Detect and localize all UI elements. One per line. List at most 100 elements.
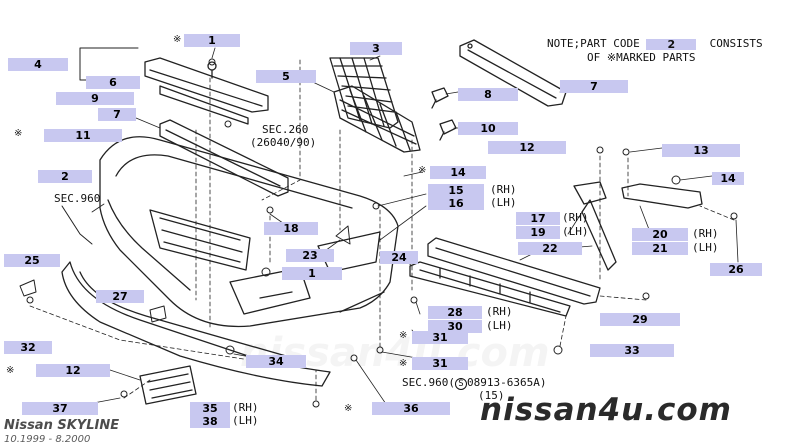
callout-number: 27	[112, 290, 128, 303]
callout-5: 5	[256, 70, 316, 83]
callout-31-b: 31	[412, 357, 468, 370]
callout-number: 12	[65, 364, 81, 377]
star-14: ※	[418, 165, 427, 176]
callout-2: 2	[38, 170, 92, 183]
callout-31-a: 31	[412, 331, 468, 344]
callout-number: 24	[391, 251, 407, 264]
callout-number: 8	[484, 88, 492, 101]
callout-12-bottom: 12	[36, 364, 110, 377]
callout-number: 2	[61, 170, 69, 183]
sec260-code: (26040/90)	[250, 136, 317, 149]
callout-10: 10	[458, 122, 518, 135]
note-suffix: CONSISTS	[709, 37, 763, 50]
bumper-body	[99, 136, 399, 328]
callout-number: 14	[450, 166, 466, 179]
callout-number: 4	[34, 58, 42, 71]
callout-23: 23	[286, 249, 334, 262]
callout-number: 15	[448, 184, 464, 197]
callout-number: 21	[652, 242, 668, 255]
callout-21: 21	[632, 242, 688, 255]
star-11: ※	[14, 128, 23, 139]
callout-number: 26	[728, 263, 744, 276]
callout-7-left: 7	[98, 108, 136, 121]
rh-35: (RH)	[232, 401, 259, 414]
callout-18: 18	[264, 222, 318, 235]
callout-14-a: 14	[430, 166, 486, 179]
callout-number: 7	[113, 108, 121, 121]
bracket-7-right	[459, 39, 567, 107]
fasteners	[19, 58, 738, 408]
callout-6: 6	[86, 76, 140, 89]
callout-number: 30	[447, 320, 463, 333]
stay-20	[621, 183, 703, 209]
callout-number: 37	[52, 402, 68, 415]
callout-26: 26	[710, 263, 762, 276]
callout-number: 38	[202, 415, 218, 428]
fog-lamp	[139, 365, 197, 405]
callout-number: 13	[693, 144, 709, 157]
rh-17: (RH)	[562, 211, 589, 224]
rh-15: (RH)	[490, 183, 517, 196]
callout-3: 3	[350, 42, 402, 55]
model-name: Nissan SKYLINE	[4, 418, 120, 433]
callout-number: 9	[91, 92, 99, 105]
guide-lines	[29, 59, 735, 401]
callout-number: 16	[448, 197, 464, 210]
callout-9: 9	[56, 92, 134, 105]
star-1: ※	[173, 34, 182, 45]
callout-33: 33	[590, 344, 674, 357]
callout-number: 14	[720, 172, 736, 185]
callout-number: 29	[632, 313, 648, 326]
callout-38: 38	[190, 415, 230, 428]
star-36: ※	[344, 403, 353, 414]
callout-number: 31	[432, 357, 448, 370]
callout-number: 28	[447, 306, 463, 319]
callout-4: 4	[8, 58, 68, 71]
note-part-code: 2	[646, 38, 697, 50]
callout-number: 19	[530, 226, 546, 239]
callout-16: 16	[428, 197, 484, 210]
rh-20: (RH)	[692, 227, 719, 240]
callout-24: 24	[380, 251, 418, 264]
callout-number: 3	[372, 42, 380, 55]
sec960-part: 08913-6365A)	[466, 376, 547, 389]
callout-27: 27	[96, 290, 144, 303]
callout-number: 6	[109, 76, 117, 89]
watermark: nissan4u.com	[240, 330, 550, 376]
callout-32: 32	[4, 341, 52, 354]
callout-35: 35	[190, 402, 230, 415]
callout-14-b: 14	[712, 172, 744, 185]
note-line2: OF ※MARKED PARTS	[587, 51, 696, 64]
callout-number: 36	[403, 402, 419, 415]
sec960-circle: S	[454, 378, 467, 390]
callout-25: 25	[4, 254, 60, 267]
callout-number: 11	[75, 129, 91, 142]
grille-lower	[333, 85, 421, 153]
callout-number: 34	[268, 355, 284, 368]
callout-number: 35	[202, 402, 218, 415]
callout-36: 36	[372, 402, 450, 415]
clip-8	[431, 87, 449, 109]
callout-34: 34	[246, 355, 306, 368]
note-prefix: NOTE;PART CODE	[547, 37, 640, 50]
callout-7-right: 7	[560, 80, 628, 93]
callout-1-top: 1	[184, 34, 240, 47]
rh-28: (RH)	[486, 305, 513, 318]
callout-1-mid: 1	[282, 267, 342, 280]
callout-number: 5	[282, 70, 290, 83]
callout-22: 22	[518, 242, 582, 255]
star-31a: ※	[399, 330, 408, 341]
star-31b: ※	[399, 358, 408, 369]
callout-13: 13	[662, 144, 740, 157]
lh-16: (LH)	[490, 196, 517, 209]
lh-19: (LH)	[562, 225, 589, 238]
callout-number: 32	[20, 341, 36, 354]
callout-number: 1	[308, 267, 316, 280]
sec960-qty: (15)	[478, 389, 505, 402]
callout-30: 30	[428, 320, 482, 333]
grille-upper	[329, 57, 399, 129]
callout-number: 23	[302, 249, 318, 262]
callout-number: 31	[432, 331, 448, 344]
